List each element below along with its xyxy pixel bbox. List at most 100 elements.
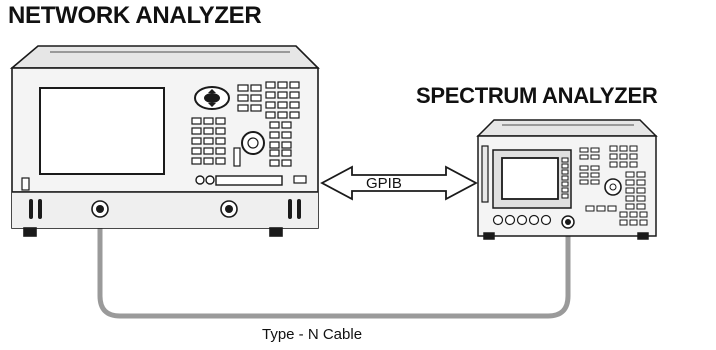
na-port-1 [91,200,109,218]
sa-connector [504,214,516,226]
na-key [277,81,288,89]
na-display-screen [39,87,165,175]
sa-key [590,147,600,153]
cable-label: Type - N Cable [262,326,363,343]
sa-key [609,161,618,168]
na-key [215,127,226,135]
sa-key [590,172,600,178]
sa-key [585,205,595,212]
sa-side-handle [481,145,489,203]
na-key [277,91,288,99]
sa-key [629,161,638,168]
sa-key [619,219,628,226]
na-key [191,127,202,135]
rf-cable [97,222,571,319]
na-indicator-1 [195,175,205,185]
sa-keypad [579,145,648,226]
na-key [265,81,276,89]
sa-connector [492,214,504,226]
na-port-2 [220,200,238,218]
spectrum-analyzer-title: SPECTRUM ANALYZER [416,83,658,108]
na-handle-right [288,199,301,219]
sa-key [629,153,638,160]
sa-key [639,219,648,226]
na-key [289,101,300,109]
na-key [203,127,214,135]
sa-key [609,145,618,152]
na-key [289,111,300,119]
na-key [250,84,262,92]
sa-connector [516,214,528,226]
sa-key [636,171,646,178]
sa-softkey [561,193,569,199]
na-key [250,94,262,102]
sa-key [625,187,635,194]
na-foot-right [269,227,283,237]
sa-key [579,147,589,153]
na-floppy-slot [215,175,283,186]
sa-rf-input-port [561,215,575,229]
sa-key [625,203,635,210]
sa-key [629,211,638,218]
na-top-panel [9,45,320,69]
na-key [289,81,300,89]
sa-bottom-controls [492,214,552,226]
na-small-port [293,175,307,184]
na-key [237,94,249,102]
sa-key [579,154,589,160]
network-analyzer [9,45,320,237]
na-key [191,117,202,125]
na-foot-left [23,227,37,237]
sa-key [639,211,648,218]
sa-key [579,172,589,178]
sa-softkey [561,169,569,175]
sa-key [579,179,589,185]
na-handle-left [29,199,42,219]
network-analyzer-title: NETWORK ANALYZER [8,2,262,29]
na-key [281,131,292,139]
sa-key [607,205,617,212]
sa-key [619,153,628,160]
na-key [265,101,276,109]
sa-foot-right [637,232,649,240]
na-key [203,137,214,145]
gpib-label: GPIB [366,175,402,192]
na-key [269,141,280,149]
na-key [203,157,214,165]
na-key [191,137,202,145]
na-key [191,147,202,155]
sa-key [625,179,635,186]
sa-key [636,203,646,210]
sa-key [625,171,635,178]
na-key [281,121,292,129]
sa-key [590,179,600,185]
spectrum-analyzer [476,119,658,240]
na-key [215,147,226,155]
sa-key [636,179,646,186]
sa-foot-left [483,232,495,240]
na-key [203,147,214,155]
na-key [237,104,249,112]
sa-softkey [561,157,569,163]
sa-key [579,165,589,171]
sa-softkey [561,187,569,193]
sa-connector [540,214,552,226]
na-key [281,149,292,157]
na-key [269,131,280,139]
na-key [215,137,226,145]
sa-key [619,145,628,152]
sa-softkey [561,163,569,169]
na-key [269,149,280,157]
sa-top-panel [476,119,658,137]
sa-softkey [561,175,569,181]
sa-key [629,219,638,226]
na-key [215,117,226,125]
na-key [215,157,226,165]
sa-display-screen [501,157,559,200]
na-key [203,117,214,125]
na-key [269,159,280,167]
sa-key [629,145,638,152]
sa-softkey [561,181,569,187]
